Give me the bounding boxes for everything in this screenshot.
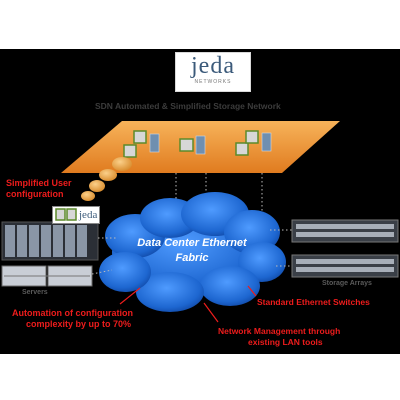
server-blade (77, 225, 87, 257)
jeda-node-icon (235, 142, 249, 156)
simplified-config-line-2: configuration (6, 189, 64, 199)
storage-array-bottom (291, 254, 399, 278)
simplified-config-label: Simplified User configuration (6, 178, 72, 200)
plane-node-group-right (235, 130, 272, 156)
storage-array-top (291, 219, 399, 243)
diagram-heading: SDN Automated & Simplified Storage Netwo… (95, 101, 281, 111)
jeda-logo-word: jeda (191, 53, 235, 79)
jeda-user-box: jeda (52, 206, 100, 224)
simplified-config-line-1: Simplified User (6, 178, 72, 188)
plane-node-group-middle (179, 135, 206, 155)
jeda-user-box-label: jeda (79, 209, 98, 221)
servers-label: Servers (22, 289, 48, 296)
server-rack-icon (261, 132, 272, 152)
plane-node-group-left (123, 130, 160, 158)
callout-arrow (247, 285, 257, 297)
automation-line-2: complexity by up to 70% (26, 319, 132, 329)
thought-bubble (89, 180, 105, 192)
storage-drive-row (296, 259, 394, 264)
storage-drive-row (296, 224, 394, 229)
jeda-node-icon (123, 144, 137, 158)
server-blade (65, 225, 75, 257)
server-rack (1, 221, 99, 287)
jeda-node-icon (133, 130, 147, 144)
network-management-label: Network Management through existing LAN … (218, 326, 340, 348)
jeda-node-icon (245, 130, 259, 144)
fabric-link (91, 269, 113, 275)
storage-drive-row (296, 267, 394, 272)
network-management-line-2: existing LAN tools (248, 337, 323, 347)
callout-arrow (119, 287, 141, 305)
storage-drive-row (296, 232, 394, 237)
server-blade (41, 225, 51, 257)
thought-bubble (112, 157, 132, 171)
jeda-node-icon (55, 208, 77, 221)
thought-bubble (81, 191, 95, 201)
server-blade (29, 225, 39, 257)
automation-label: Automation of configuration complexity b… (12, 308, 133, 330)
data-center-fabric-cloud (99, 192, 286, 312)
jeda-logo-tagline: NETWORKS (194, 79, 232, 85)
callout-arrow (203, 302, 219, 323)
jeda-logo: jeda NETWORKS (175, 52, 251, 92)
jeda-node-icon (179, 138, 194, 152)
fabric-label: Data Center Ethernet Fabric (137, 237, 247, 264)
server-blade (53, 225, 63, 257)
thought-bubble-icon (81, 157, 132, 201)
server-rack-icon (149, 133, 160, 153)
automation-line-1: Automation of configuration (12, 308, 133, 318)
storage-array-icon (291, 219, 399, 278)
standard-switches-label: Standard Ethernet Switches (257, 297, 370, 307)
fabric-links (91, 229, 292, 275)
server-rack-icon (195, 135, 206, 155)
thought-bubble (99, 169, 117, 181)
server-blade (5, 225, 15, 257)
storage-arrays-label: Storage Arrays (322, 280, 372, 287)
network-management-line-1: Network Management through (218, 326, 341, 336)
callout-arrows (119, 285, 257, 323)
server-blade (17, 225, 27, 257)
